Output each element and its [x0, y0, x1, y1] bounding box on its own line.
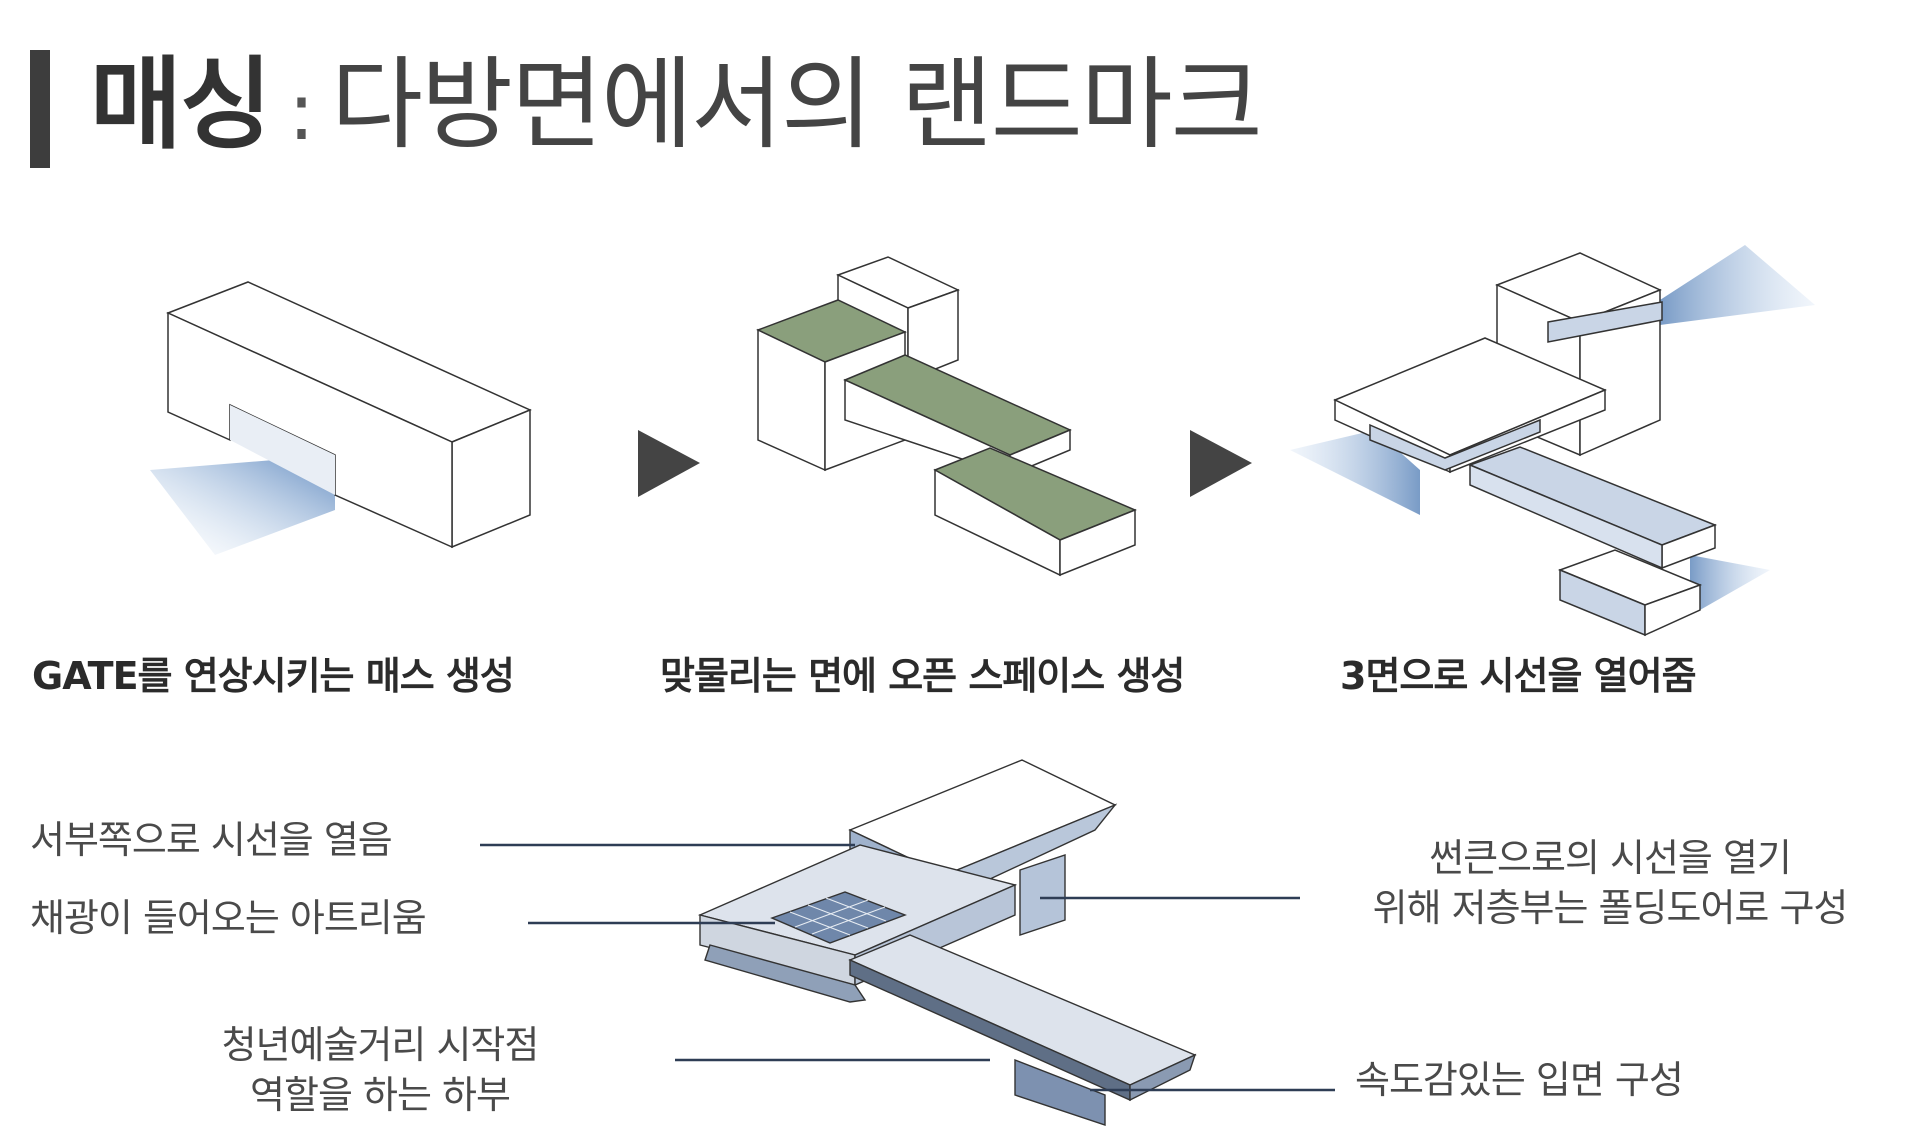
annotation-west-view: 서부쪽으로 시선을 열음 — [30, 818, 393, 862]
view-cone-west — [1290, 430, 1420, 515]
title-rest: 다방면에서의 랜드마크 — [330, 46, 1263, 163]
annotation-speed-facade: 속도감있는 입면 구성 — [1355, 1058, 1684, 1102]
annotation-youth-art-street: 청년예술거리 시작점 역할을 하는 하부 — [180, 1020, 580, 1120]
annotation-sunken-view: 썬큰으로의 시선을 열기 위해 저층부는 폴딩도어로 구성 — [1310, 833, 1910, 933]
view-cone-north — [1660, 245, 1815, 325]
open-view-diagram — [1290, 245, 1815, 637]
step-caption-3: 3면으로 시선을 열어줌 — [1340, 654, 1697, 698]
title-accent-bar — [30, 50, 50, 168]
interlocking-mass-diagram — [756, 256, 1137, 577]
title-separator: : — [288, 65, 315, 158]
annotation-street-line2: 역할을 하는 하부 — [250, 1073, 511, 1117]
step-caption-2: 맞물리는 면에 오픈 스페이스 생성 — [660, 654, 1185, 698]
page-title: 매싱:다방면에서의 랜드마크 — [90, 40, 1263, 177]
view-cone-south — [1690, 555, 1770, 610]
step-arrow-2 — [1190, 430, 1252, 497]
gate-mass-diagram — [150, 281, 532, 555]
annotation-street-line1: 청년예술거리 시작점 — [221, 1023, 540, 1067]
annotation-sunken-line2: 위해 저층부는 폴딩도어로 구성 — [1372, 886, 1849, 930]
perspective-building — [697, 759, 1197, 1126]
step-arrow-1 — [638, 430, 700, 497]
leader-lines — [480, 843, 1335, 1092]
step-caption-1: GATE를 연상시키는 매스 생성 — [32, 654, 515, 698]
view-cone-west — [150, 455, 335, 555]
annotation-atrium: 채광이 들어오는 아트리움 — [30, 896, 427, 940]
title-bold: 매싱 — [90, 46, 272, 163]
annotation-sunken-line1: 썬큰으로의 시선을 열기 — [1429, 836, 1792, 880]
